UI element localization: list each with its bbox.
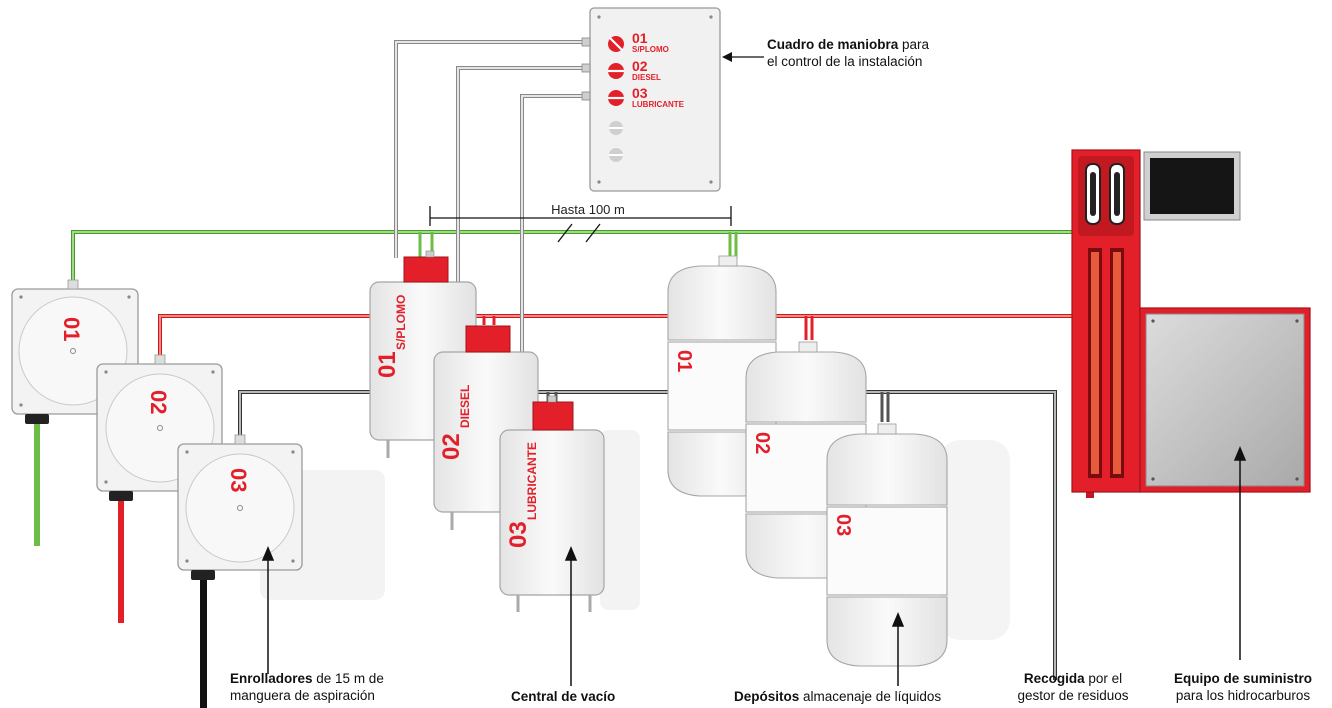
fuel-dispenser xyxy=(1071,149,1311,498)
tank-02-num: 02 xyxy=(751,432,773,454)
panel-row1-num: 01 xyxy=(632,30,648,46)
label-dispenser-rest: para los hidrocarburos xyxy=(1175,688,1311,703)
pointer-arrows xyxy=(261,446,1247,686)
vacuum-02-num: 02 xyxy=(438,433,465,460)
label-control-panel-bold: Cuadro de maniobra xyxy=(767,37,899,52)
distance-label: Hasta 100 m xyxy=(551,202,625,217)
label-tanks-rest: almacenaje de líquidos xyxy=(799,689,942,704)
label-collection-rest2: gestor de residuos xyxy=(1017,688,1129,703)
label-vacuum: Central de vacío xyxy=(511,688,615,705)
vacuum-shadow xyxy=(600,430,640,610)
label-dispenser-bold: Equipo de suministro xyxy=(1173,671,1312,686)
line-break-marks xyxy=(557,223,601,243)
label-tanks-bold: Depósitos xyxy=(734,689,800,704)
label-collection-bold: Recogida xyxy=(1023,671,1085,686)
vacuum-02-name: DIESEL xyxy=(458,385,472,428)
green-pipe xyxy=(71,230,1080,290)
control-lines xyxy=(394,40,586,430)
label-dispenser: Equipo de suministro para los hidrocarbu… xyxy=(1163,670,1323,704)
reel-01-num: 01 xyxy=(59,317,84,341)
reel-02-num: 02 xyxy=(146,390,171,414)
vacuum-01-num: 01 xyxy=(374,351,401,378)
panel-row1-name: S/PLOMO xyxy=(632,45,669,54)
reel-03-num: 03 xyxy=(226,468,251,492)
label-reels-bold: Enrolladores xyxy=(230,671,313,686)
panel-row2-name: DIESEL xyxy=(632,73,661,82)
label-collection-rest1: por el xyxy=(1084,671,1123,686)
tank-shadow xyxy=(940,440,1010,640)
tank-03: 03 xyxy=(826,423,948,667)
tank-01-num: 01 xyxy=(673,350,695,372)
vacuum-unit-03: 03 LUBRICANTE xyxy=(499,395,605,612)
panel-row2-num: 02 xyxy=(632,58,648,74)
control-panel: 01 S/PLOMO 02 DIESEL 03 LUBRICANTE xyxy=(581,7,721,192)
panel-arrow xyxy=(722,52,764,62)
label-control-panel-rest1: para xyxy=(898,37,930,52)
label-vacuum-bold: Central de vacío xyxy=(511,689,616,704)
label-collection: Recogida por el gestor de residuos xyxy=(1012,670,1134,704)
vacuum-03-num: 03 xyxy=(505,521,532,548)
distance-dimension: Hasta 100 m xyxy=(429,202,732,226)
label-reels-rest2: manguera de aspiración xyxy=(230,688,375,703)
hoses xyxy=(34,418,207,708)
label-control-panel-rest2: el control de la instalación xyxy=(767,54,923,69)
panel-row3-num: 03 xyxy=(632,85,648,101)
label-reels: Enrolladores de 15 m de manguera de aspi… xyxy=(230,670,384,704)
label-tanks: Depósitos almacenaje de líquidos xyxy=(734,688,941,705)
vacuum-03-name: LUBRICANTE xyxy=(525,442,539,520)
reel-03: 03 xyxy=(177,434,303,580)
vacuum-01-name: S/PLOMO xyxy=(394,295,408,350)
label-control-panel: Cuadro de maniobra para el control de la… xyxy=(767,36,929,70)
tank-03-num: 03 xyxy=(832,514,854,536)
red-pipe xyxy=(158,314,1090,356)
label-reels-rest1: de 15 m de xyxy=(312,671,384,686)
panel-row3-name: LUBRICANTE xyxy=(632,100,685,109)
